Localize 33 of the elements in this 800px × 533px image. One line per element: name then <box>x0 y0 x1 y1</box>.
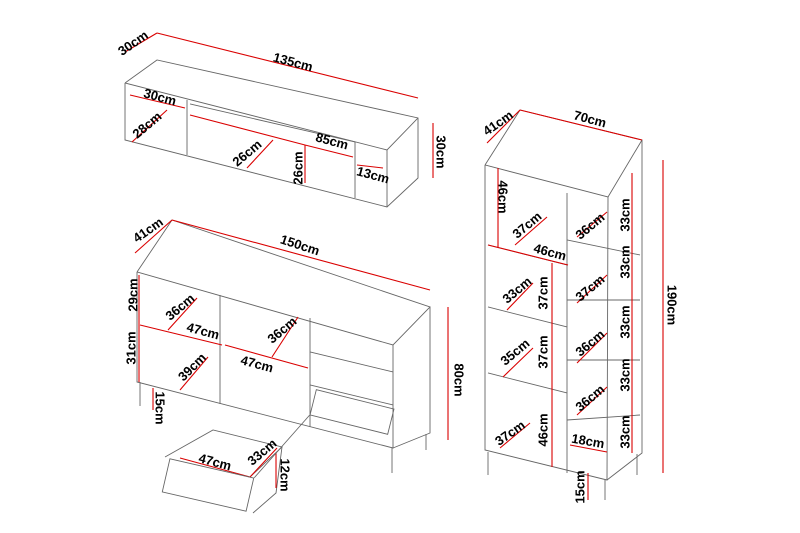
dimension-label: 41cm <box>135 220 164 242</box>
drawer-front <box>310 389 394 435</box>
dimension-label: 46cm <box>534 244 566 260</box>
dimension-label: 47cm <box>198 454 230 470</box>
dimension-label: 70cm <box>574 110 606 128</box>
dimension-label: 33cm <box>620 246 630 278</box>
dimension-label: 18cm <box>572 434 604 448</box>
dimension-label: 46cm <box>538 414 548 446</box>
leader-line <box>254 414 310 478</box>
dimension-label: 80cm <box>454 364 464 396</box>
dimension-label: 13cm <box>356 167 388 184</box>
dimension-label: 150cm <box>280 236 319 256</box>
dimension-label: 46cm <box>498 180 508 213</box>
dimension-label: 12cm <box>280 459 290 491</box>
dimension-label: 15cm <box>156 392 165 424</box>
dimension-label: 33cm <box>620 359 630 392</box>
dimension-label: 30cm <box>144 89 176 106</box>
dimension-label: 26cm <box>293 152 303 184</box>
dimension-label: 47cm <box>186 323 218 340</box>
dimension-label: 135cm <box>273 53 312 72</box>
dimension-label: 31cm <box>126 332 136 364</box>
dimension-label: 30cm <box>436 136 446 168</box>
dimension-label: 33cm <box>620 306 630 338</box>
dimension-label: 15cm <box>576 471 585 503</box>
dimension-label: 37cm <box>538 336 548 368</box>
dimension-label: 33cm <box>620 199 630 232</box>
dimension-label: 41cm <box>485 112 514 134</box>
dimension-label: 190cm <box>667 286 677 324</box>
dimension-label: 85cm <box>316 133 348 150</box>
dimension-label: 29cm <box>128 279 138 312</box>
dimension-label: 33cm <box>620 416 630 448</box>
dimension-label: 37cm <box>538 277 548 310</box>
dimension-label: 47cm <box>240 356 272 372</box>
